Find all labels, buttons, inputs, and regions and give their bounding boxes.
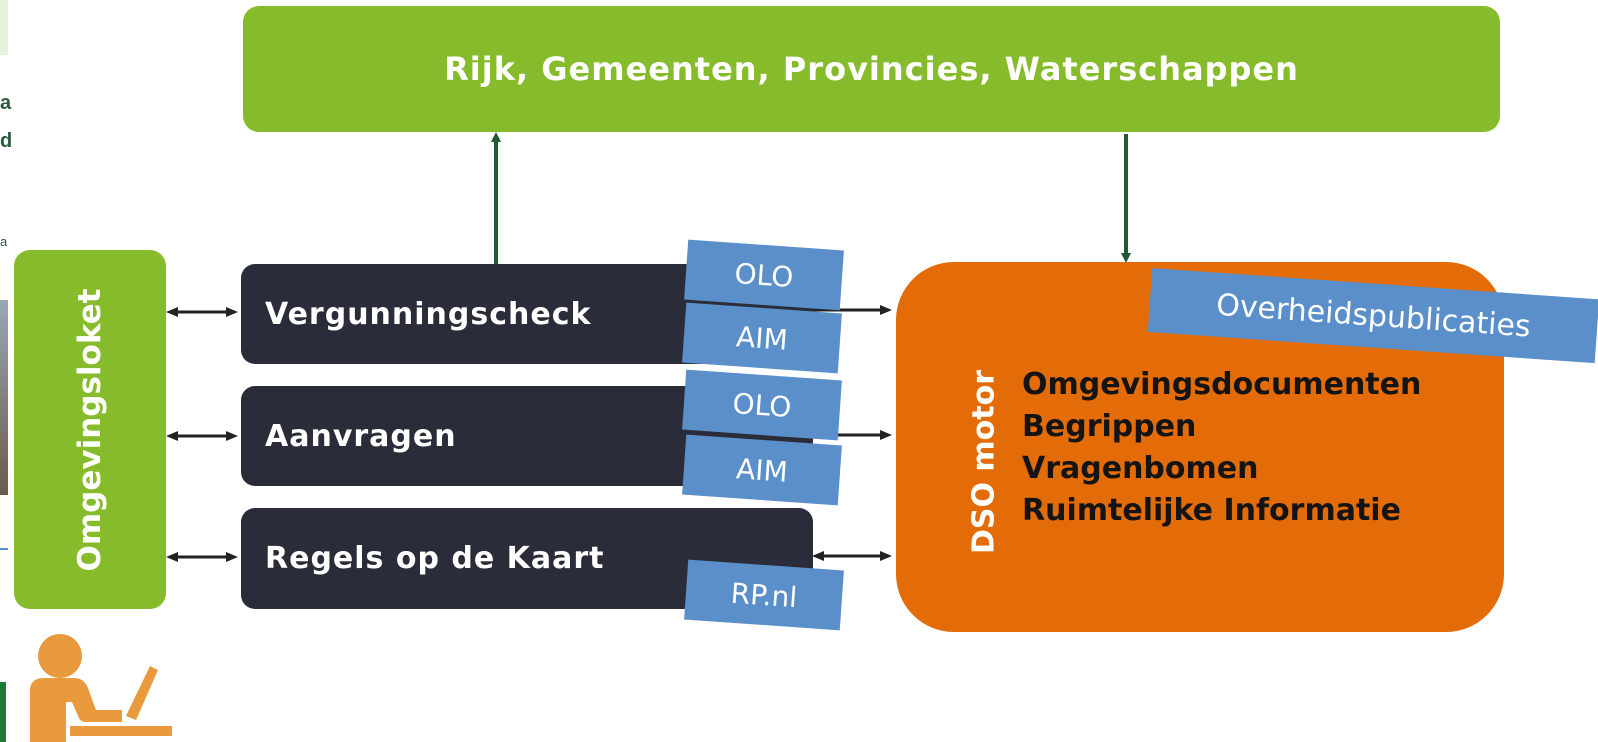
dso-motor-title: DSO motor bbox=[966, 369, 1002, 555]
dso-item: Omgevingsdocumenten bbox=[1022, 367, 1422, 402]
omgevingsloket-label: Omgevingsloket bbox=[72, 288, 108, 572]
tag-olo-aanvragen: OLO bbox=[682, 369, 842, 441]
government-bar: Rijk, Gemeenten, Provincies, Waterschapp… bbox=[243, 6, 1500, 132]
vergunningscheck-label: Vergunningscheck bbox=[265, 296, 592, 332]
left-crop-panel bbox=[0, 0, 8, 55]
dso-items: Omgevingsdocumenten Begrippen Vragenbome… bbox=[1022, 364, 1421, 532]
tag-rp-nl: RP.nl bbox=[684, 559, 844, 631]
aanvragen-label: Aanvragen bbox=[265, 418, 457, 454]
dso-item: Begrippen bbox=[1022, 409, 1197, 444]
left-fragment-text: a bbox=[0, 234, 8, 249]
left-crop-photo bbox=[0, 300, 8, 495]
dso-item: Vragenbomen bbox=[1022, 451, 1259, 486]
government-bar-label: Rijk, Gemeenten, Provincies, Waterschapp… bbox=[444, 50, 1299, 88]
left-crop-block bbox=[0, 682, 6, 742]
user-at-laptop-icon bbox=[30, 634, 172, 742]
tag-olo-vergunningscheck: OLO bbox=[684, 239, 844, 311]
dso-item: Ruimtelijke Informatie bbox=[1022, 493, 1401, 528]
left-fragment-text: d bbox=[0, 130, 13, 152]
regels-op-de-kaart-label: Regels op de Kaart bbox=[265, 541, 605, 576]
tag-aim-aanvragen: AIM bbox=[682, 434, 842, 506]
left-fragment-text: a bbox=[0, 92, 12, 114]
omgevingsloket-bar: Omgevingsloket bbox=[14, 250, 166, 609]
left-crop-rule bbox=[0, 548, 8, 550]
tag-aim-vergunningscheck: AIM bbox=[682, 302, 842, 374]
